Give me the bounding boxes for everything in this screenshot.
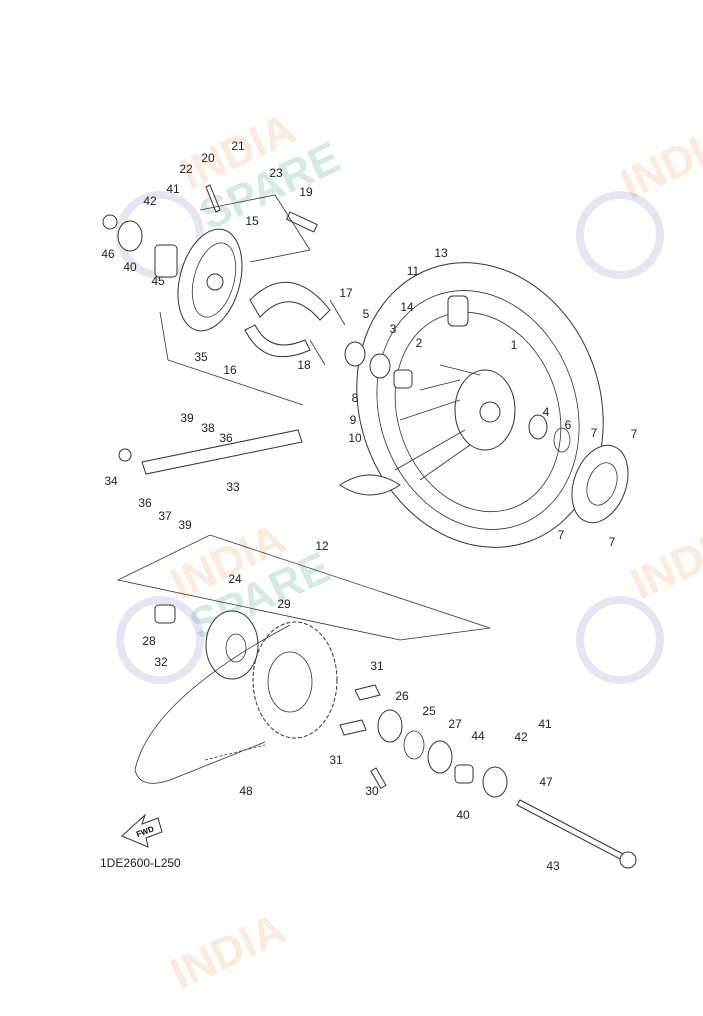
callout: 44 [471, 729, 485, 743]
callout: 2 [416, 336, 423, 350]
callout: 45 [151, 274, 165, 288]
callout: 1 [511, 338, 518, 352]
rear-wheel [339, 262, 604, 548]
callout: 40 [123, 260, 137, 274]
callout: 9 [350, 413, 357, 427]
sprocket [252, 621, 338, 739]
callout: 5 [363, 307, 370, 321]
callout: 36 [138, 496, 152, 510]
hub-damper [571, 444, 629, 524]
callout: 22 [179, 162, 193, 176]
callout: 41 [166, 182, 180, 196]
callout: 19 [299, 185, 313, 199]
callout: 17 [339, 286, 353, 300]
callout: 4 [543, 405, 550, 419]
callout: 20 [201, 151, 215, 165]
callout: 7 [591, 426, 598, 440]
o-ring [553, 427, 571, 453]
callout: 23 [269, 166, 283, 180]
callout: 31 [370, 659, 384, 673]
assembly-outline [116, 311, 491, 641]
diagram-code: 1DE2600-L250 [100, 856, 181, 870]
callout: 48 [239, 784, 253, 798]
callout: 7 [631, 427, 638, 441]
svg-text:INDIA: INDIA [164, 904, 293, 999]
callout: 36 [219, 431, 233, 445]
sprocket-hub [205, 610, 259, 680]
callout: 16 [223, 363, 237, 377]
callout: 24 [228, 572, 242, 586]
callout: 42 [514, 730, 528, 744]
callout: 47 [539, 775, 553, 789]
valve-cap [447, 295, 469, 327]
callout: 25 [422, 704, 436, 718]
callout: 6 [565, 418, 572, 432]
callout: 11 [407, 264, 420, 278]
svg-text:INDIA: INDIA [624, 514, 703, 609]
fwd-arrow-icon: FWD [121, 813, 163, 848]
drive-chain [134, 624, 291, 784]
callout: 29 [277, 597, 291, 611]
callout: 38 [201, 421, 215, 435]
callout: 7 [609, 535, 616, 549]
callout: 26 [395, 689, 409, 703]
callout: 21 [231, 139, 245, 153]
callout: 8 [352, 391, 359, 405]
callout: 18 [297, 358, 311, 372]
callout: 34 [104, 474, 118, 488]
brake-shoe [249, 281, 331, 321]
callout: 32 [154, 655, 168, 669]
callout: 28 [142, 634, 156, 648]
callout-labels: 21 20 22 23 19 41 42 15 46 40 45 13 11 1… [101, 139, 637, 873]
callout: 33 [226, 480, 240, 494]
callout: 14 [400, 300, 414, 314]
callout: 39 [180, 411, 194, 425]
callout: 35 [194, 350, 208, 364]
callout: 27 [448, 717, 462, 731]
tension-bar [141, 429, 303, 475]
callout: 46 [101, 247, 115, 261]
callout: 31 [329, 753, 343, 767]
bearing [528, 414, 548, 440]
callout: 30 [365, 784, 379, 798]
callout: 10 [348, 431, 362, 445]
callout: 43 [546, 859, 560, 873]
callout: 15 [245, 214, 259, 228]
wheel-axle [516, 799, 626, 861]
callout: 42 [143, 194, 157, 208]
callout: 39 [178, 518, 192, 532]
callout: 13 [434, 246, 448, 260]
callout: 41 [538, 717, 552, 731]
callout: 40 [456, 808, 470, 822]
brake-panel [177, 228, 243, 332]
callout: 12 [315, 539, 329, 553]
callout: 3 [390, 322, 397, 336]
callout: 37 [158, 509, 172, 523]
callout: 7 [558, 528, 565, 542]
